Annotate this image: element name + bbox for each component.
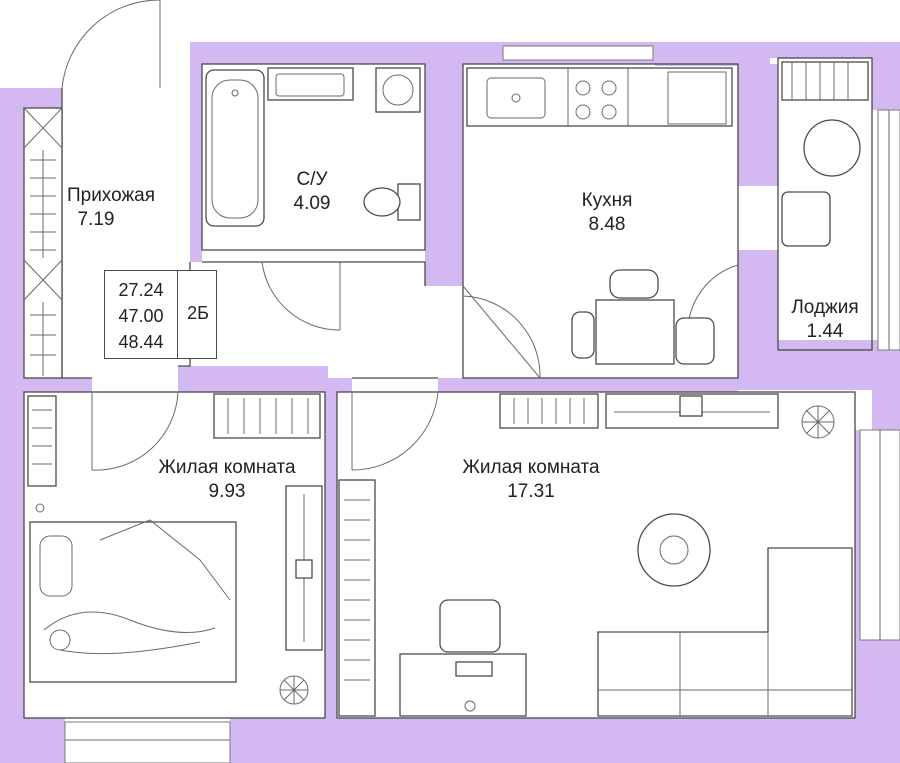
bathtub xyxy=(205,69,265,227)
living-furniture xyxy=(338,393,853,717)
bedroom-window xyxy=(64,721,231,763)
kitchen-window xyxy=(502,45,654,61)
room-name: С/У xyxy=(296,169,328,190)
room-name: Прихожая xyxy=(66,185,156,206)
room-label-living: Жилая комната 17.31 xyxy=(434,456,628,504)
room-area: 17.31 xyxy=(507,481,555,502)
windows xyxy=(64,45,900,763)
room-name: Жилая комната xyxy=(158,457,296,478)
room-name: Жилая комната xyxy=(462,457,600,478)
area-summary-box: 27.24 47.00 48.44 2Б xyxy=(104,270,217,359)
living-outline xyxy=(336,391,856,719)
apartment-type: 2Б xyxy=(187,303,209,323)
washing-machine xyxy=(375,67,421,113)
kitchen-outline xyxy=(462,63,739,379)
room-name: Кухня xyxy=(581,190,633,211)
bedroom-furniture xyxy=(27,393,323,705)
room-name: Лоджия xyxy=(791,297,859,318)
room-area: 1.44 xyxy=(806,321,844,342)
bedroom-outline xyxy=(23,391,326,719)
plant-icon-living xyxy=(801,405,835,439)
room-label-bathroom: С/У 4.09 xyxy=(272,168,352,216)
toilet xyxy=(363,183,421,221)
loggia-furniture xyxy=(781,61,869,247)
dining-set xyxy=(571,269,715,365)
living-area: 27.24 xyxy=(118,280,164,300)
room-label-hallway: Прихожая 7.19 xyxy=(46,184,176,232)
room-label-kitchen: Кухня 8.48 xyxy=(562,189,652,237)
doors xyxy=(61,0,739,471)
room-label-loggia: Лоджия 1.44 xyxy=(778,296,872,344)
total-area: 47.00 xyxy=(118,306,164,326)
plant-icon xyxy=(279,675,309,705)
room-area: 8.48 xyxy=(588,214,626,235)
area-with-loggia: 48.44 xyxy=(118,332,164,352)
room-label-bedroom: Жилая комната 9.93 xyxy=(130,456,324,504)
room-area: 9.93 xyxy=(208,481,246,502)
loggia-outline xyxy=(777,57,873,351)
bathroom-outline xyxy=(201,63,426,251)
room-area: 7.19 xyxy=(77,209,115,230)
summary-divider xyxy=(177,271,179,358)
hallway-wardrobe xyxy=(23,107,63,379)
sink-counter xyxy=(267,67,354,101)
room-area: 4.09 xyxy=(293,193,331,214)
area-values: 27.24 47.00 48.44 xyxy=(105,277,177,355)
kitchen-counter xyxy=(466,67,733,127)
